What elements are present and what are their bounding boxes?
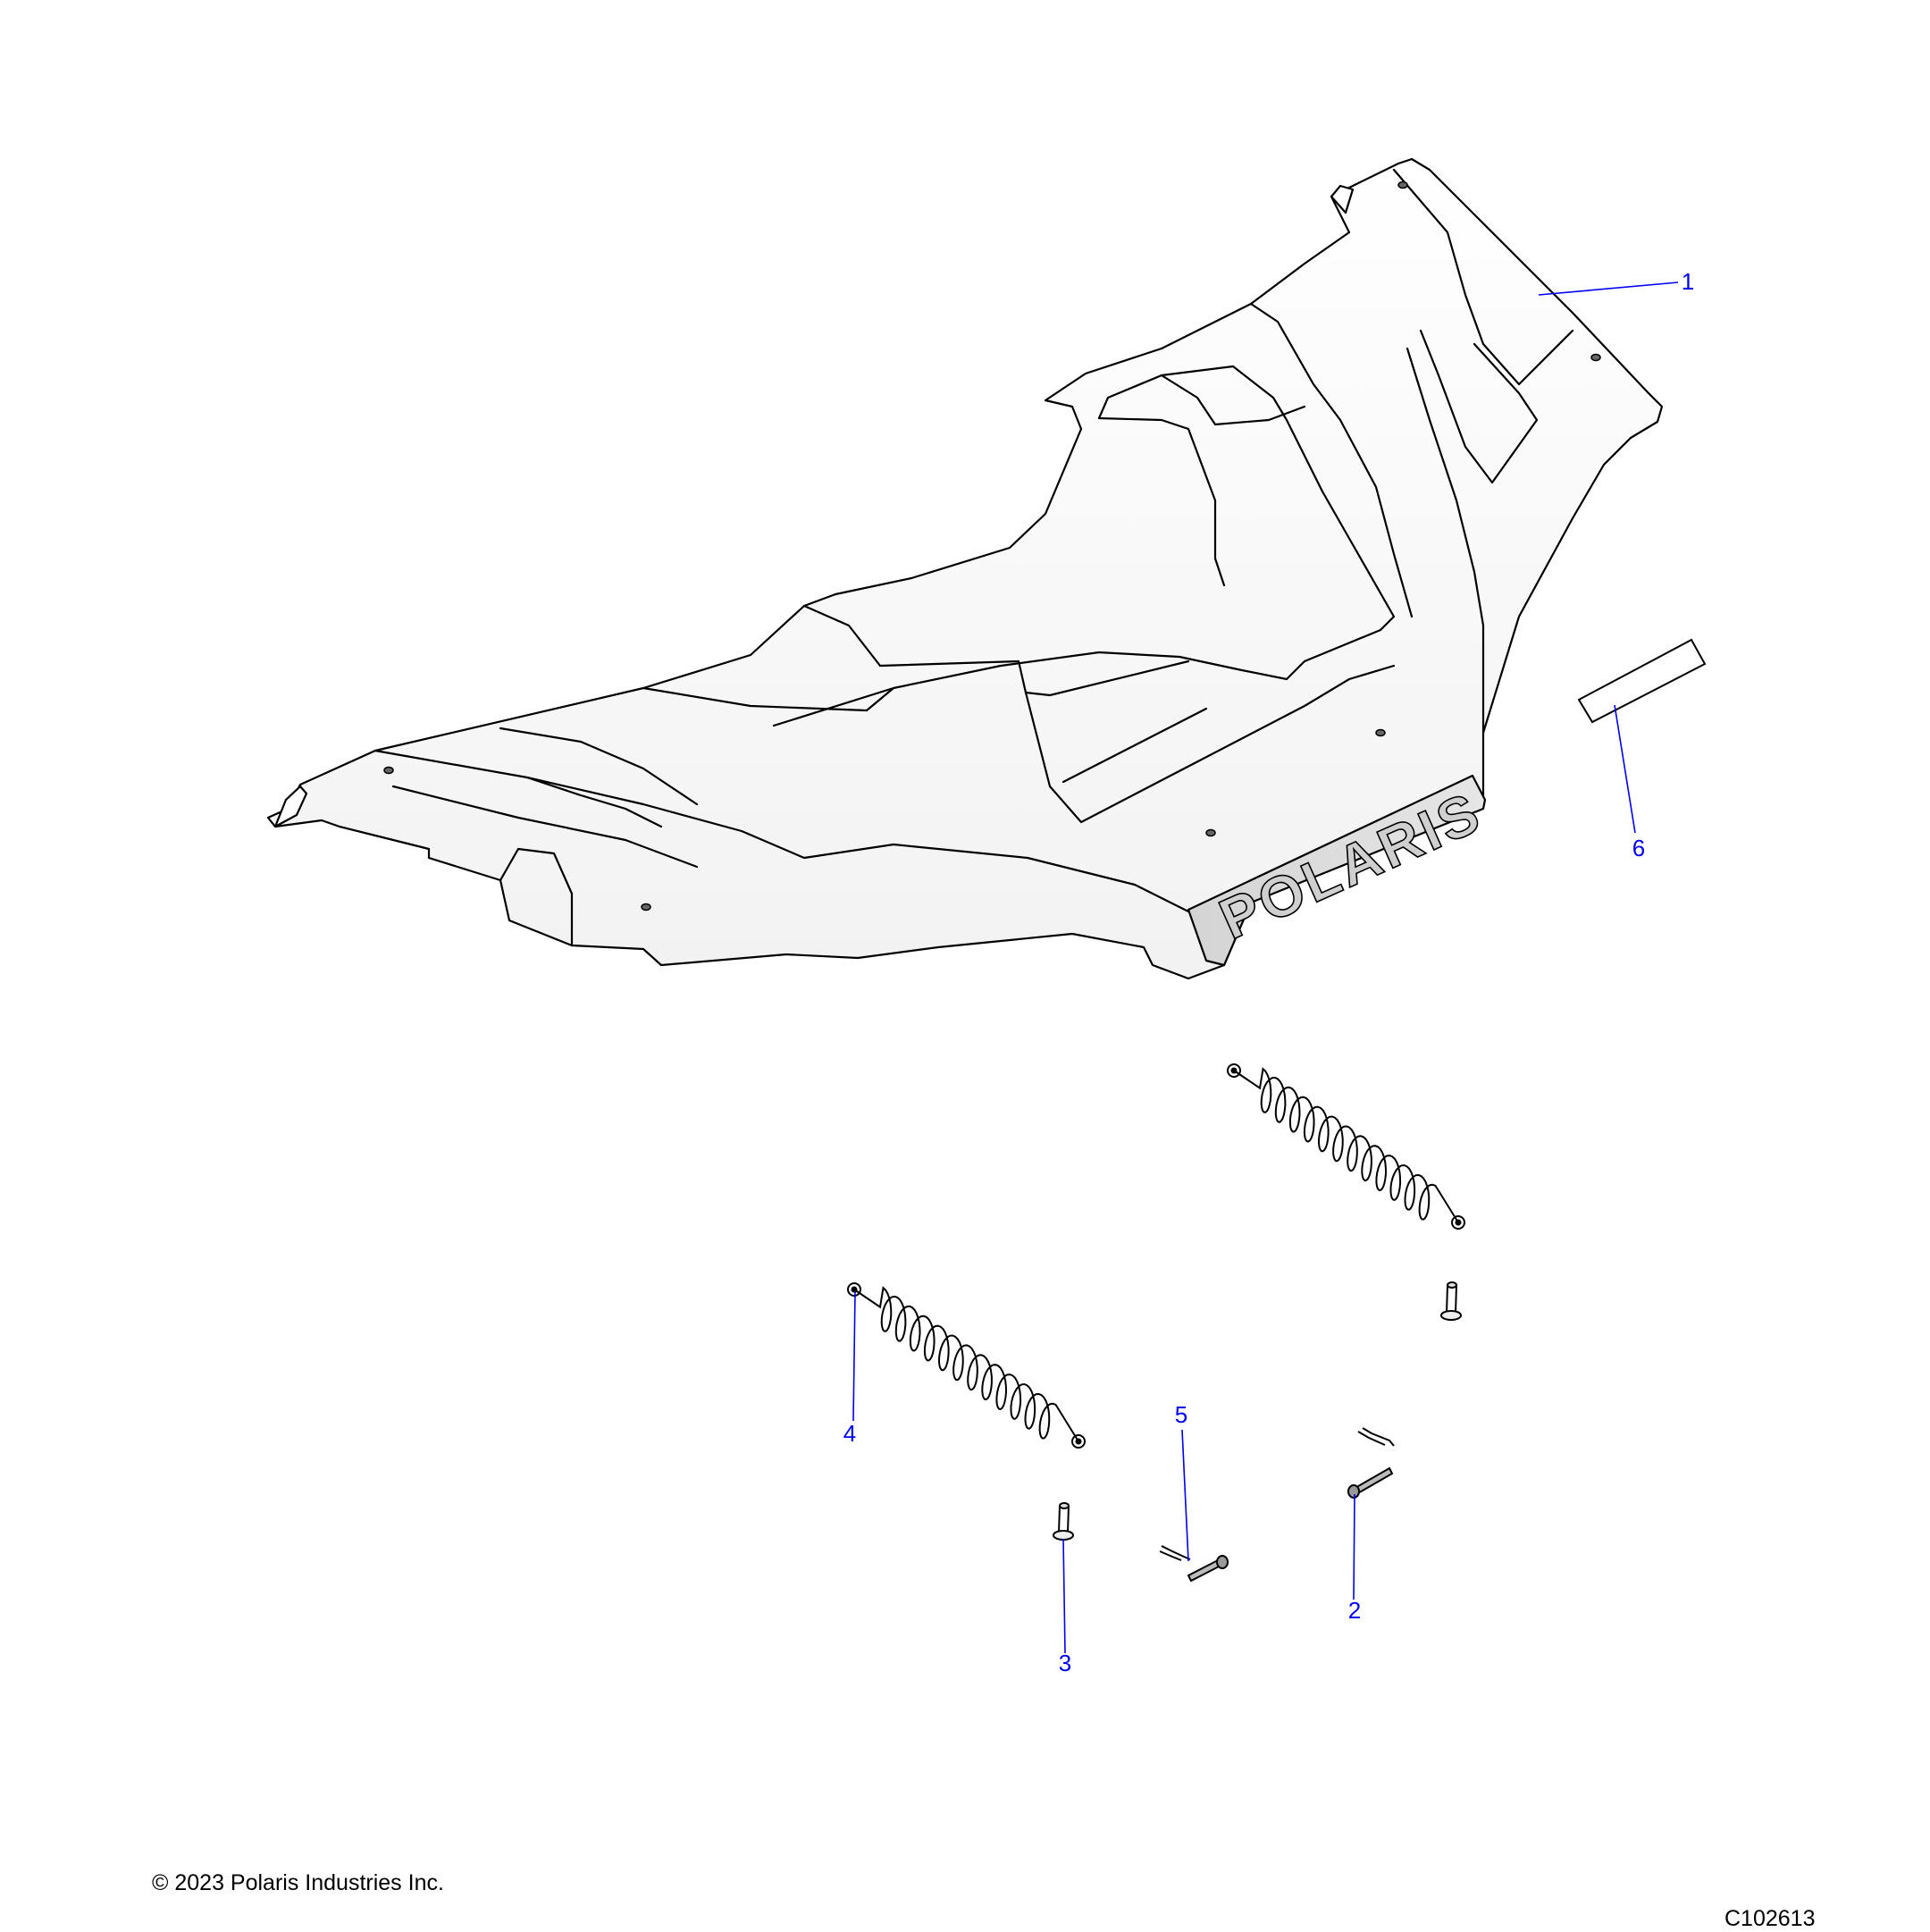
push-pins <box>1053 1281 1462 1541</box>
clevis-pins <box>1187 1466 1394 1583</box>
lower-skirt <box>373 749 1190 913</box>
hair-pin-clips <box>1159 1427 1395 1561</box>
mid-crease <box>802 604 882 668</box>
deck-inner-rim <box>772 365 1396 727</box>
decal <box>1577 638 1707 724</box>
deck-step-left <box>642 686 895 712</box>
leader-5 <box>1181 1429 1189 1562</box>
callout-5: 5 <box>1175 1401 1187 1428</box>
right-wing-panel <box>1392 168 1574 386</box>
cable-eyelet <box>1227 1063 1241 1078</box>
copyright-text: © 2023 Polaris Industries Inc. <box>152 1870 444 1895</box>
right-side-crease <box>1406 347 1485 735</box>
left-deck-line <box>499 727 699 806</box>
cable-eyelet <box>1455 1219 1462 1226</box>
deck-ridge-1 <box>1097 416 1226 587</box>
leader-2 <box>1353 1493 1355 1600</box>
figure-id: C102613 <box>1724 1906 1816 1931</box>
callout-6: 6 <box>1632 835 1645 861</box>
left-deck-line-2 <box>525 776 663 828</box>
clevis-pin-right <box>1347 1466 1394 1499</box>
lanyard-cables <box>847 1063 1465 1449</box>
cable-eyelet <box>851 1286 858 1293</box>
lanyard-cable-lower <box>853 1286 1079 1442</box>
cable-eyelet <box>1451 1215 1465 1230</box>
lanyard-cable-upper <box>1233 1067 1459 1223</box>
push-pin-lower <box>1053 1502 1074 1541</box>
callout-labels: 1 2 3 4 5 6 <box>843 268 1694 1676</box>
center-slot <box>1062 707 1208 784</box>
right-wing-recess <box>1419 329 1539 484</box>
leader-1 <box>1538 281 1679 296</box>
fender-outline <box>266 157 1664 980</box>
coil-spring-path <box>853 1286 1079 1442</box>
rear-rack-fender <box>266 157 1664 980</box>
callout-2: 2 <box>1348 1597 1361 1624</box>
lower-skirt-2 <box>391 785 699 869</box>
cable-eyelet <box>1230 1067 1238 1074</box>
deck-ridge-2 <box>1160 374 1306 426</box>
push-pin-upper <box>1440 1281 1462 1321</box>
callout-3: 3 <box>1059 1650 1071 1676</box>
leader-4 <box>852 1291 856 1422</box>
mounting-holes <box>383 181 1601 911</box>
leader-3 <box>1062 1538 1066 1654</box>
deck-ridge-3 <box>1249 302 1414 618</box>
decal-rect <box>1577 638 1707 724</box>
callout-leaders <box>852 281 1679 1654</box>
cable-eyelet <box>1071 1434 1086 1449</box>
left-mount-tab <box>273 785 308 828</box>
left-step <box>499 847 574 947</box>
cable-eyelet <box>1075 1438 1082 1445</box>
hair-pin-clip-left <box>1159 1545 1191 1561</box>
right-mount-tab <box>1330 184 1355 214</box>
clevis-pin-left <box>1187 1555 1229 1583</box>
cable-eyelet <box>847 1282 861 1297</box>
callout-4: 4 <box>843 1420 856 1447</box>
coil-spring-path <box>1233 1067 1459 1223</box>
deck-floor <box>1024 664 1396 824</box>
brand-plate <box>1187 774 1487 967</box>
callout-1: 1 <box>1682 268 1694 295</box>
leader-6 <box>1614 704 1636 834</box>
hair-pin-clip-right <box>1357 1427 1395 1447</box>
